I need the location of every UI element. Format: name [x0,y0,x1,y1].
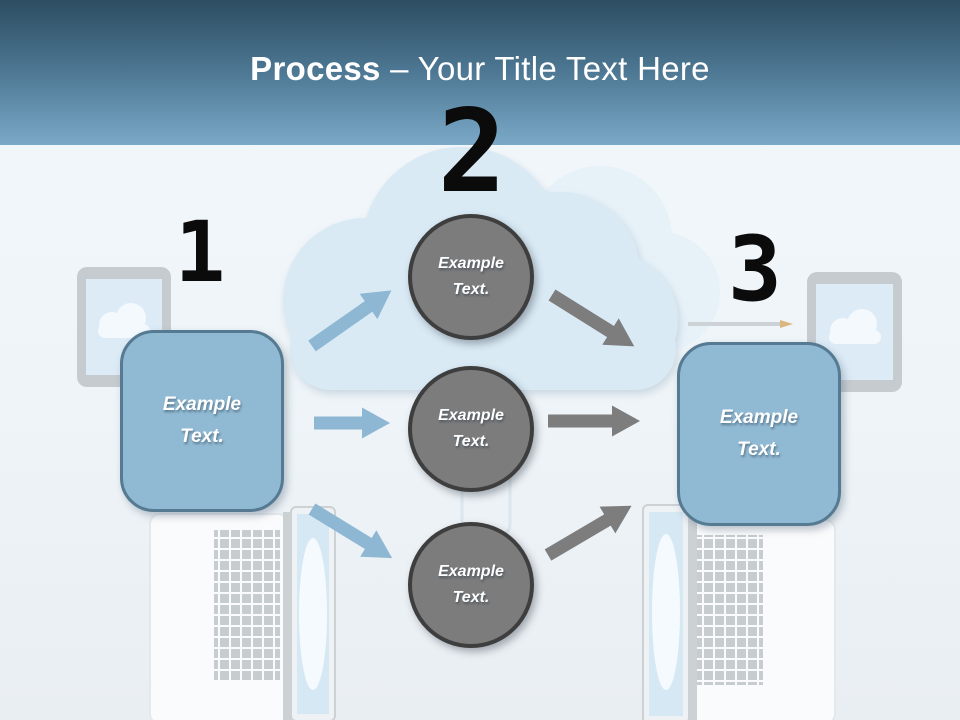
process-box-left-label: Example Text. [162,393,242,447]
pencil-icon [688,320,793,328]
process-box-right-label: Example Text. [719,406,799,460]
slide-title-rest: – Your Title Text Here [390,50,710,87]
step-number-1: 1 [174,203,226,301]
process-circle-1-label: Example Text. [438,254,504,298]
step-number-3: 3 [727,217,783,322]
process-box-left: Example Text. [120,330,284,512]
arrow-left-to-top-circle-icon [308,290,392,352]
title-bar [0,0,960,145]
arrow-top-circle-to-right-icon [548,289,635,347]
arrow-left-to-bottom-circle-icon [308,503,393,559]
step-number-2: 2 [437,85,507,218]
slide-title: Process – Your Title Text Here [0,50,960,88]
arrow-middle-circle-to-right-icon [548,405,640,437]
cloud-icon [283,147,678,390]
process-circle-3: Example Text. [408,522,534,648]
arrow-bottom-circle-to-right-icon [544,505,632,561]
process-circle-1: Example Text. [408,214,534,340]
process-circle-2: Example Text. [408,366,534,492]
process-circle-2-label: Example Text. [438,406,504,450]
process-circle-3-label: Example Text. [438,562,504,606]
slide-title-emphasis: Process [250,50,381,87]
arrow-left-to-middle-circle-icon [314,407,390,439]
process-box-right: Example Text. [677,342,841,526]
laptop-left-icon [149,506,336,720]
